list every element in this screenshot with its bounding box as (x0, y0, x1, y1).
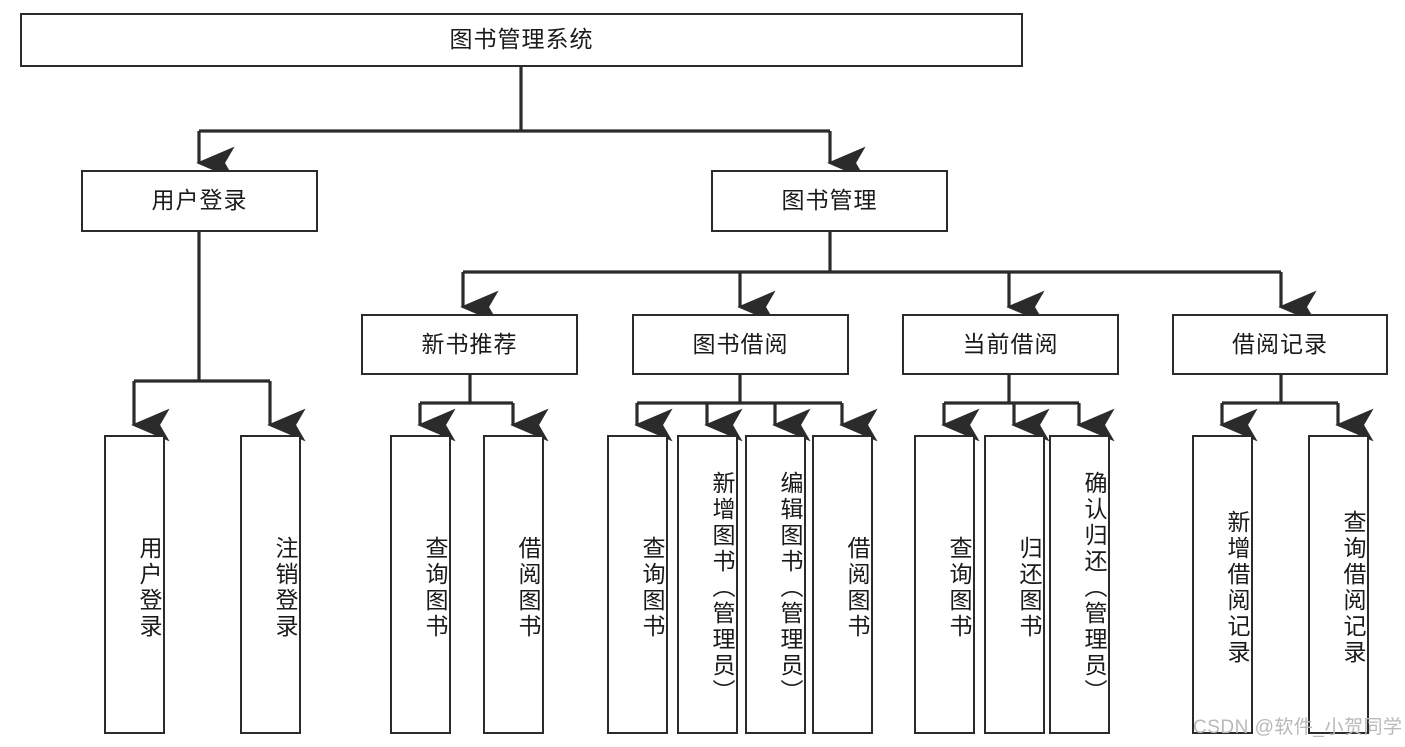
node-leaf-logout[interactable]: 注销登录 (240, 435, 301, 734)
node-current-borrow-label: 当前借阅 (962, 330, 1059, 357)
node-leaf-edit-book[interactable]: 编辑图书（管理员） (745, 435, 806, 734)
node-leaf-user-login[interactable]: 用户登录 (104, 435, 165, 734)
node-leaf-return-book[interactable]: 归还图书 (984, 435, 1045, 734)
node-leaf-add-record[interactable]: 新增借阅记录 (1192, 435, 1253, 734)
node-leaf-edit-book-label: 编辑图书（管理员） (777, 470, 803, 705)
node-leaf-add-book-label: 新增图书（管理员） (709, 470, 735, 705)
node-user-login-label: 用户登录 (151, 187, 248, 214)
node-new-book-recommend[interactable]: 新书推荐 (361, 314, 578, 375)
node-leaf-query-book-cb-label: 查询图书 (946, 535, 972, 640)
node-book-borrow[interactable]: 图书借阅 (632, 314, 849, 375)
node-leaf-query-book-rec-label: 查询图书 (422, 535, 448, 640)
node-leaf-borrow-book-bb-label: 借阅图书 (844, 535, 870, 640)
csdn-watermark: CSDN @软件_小贺同学 (1193, 717, 1403, 738)
node-leaf-borrow-book-rec[interactable]: 借阅图书 (483, 435, 544, 734)
node-root[interactable]: 图书管理系统 (20, 13, 1023, 67)
node-leaf-query-book-cb[interactable]: 查询图书 (914, 435, 975, 734)
node-leaf-user-login-label: 用户登录 (136, 535, 162, 640)
node-leaf-query-record-label: 查询借阅记录 (1340, 509, 1366, 666)
node-leaf-borrow-book-rec-label: 借阅图书 (515, 535, 541, 640)
node-leaf-confirm-return-label: 确认归还（管理员） (1081, 470, 1107, 705)
node-leaf-add-record-label: 新增借阅记录 (1224, 509, 1250, 666)
node-leaf-query-book-bb[interactable]: 查询图书 (607, 435, 668, 734)
node-borrow-records[interactable]: 借阅记录 (1172, 314, 1388, 375)
node-leaf-query-record[interactable]: 查询借阅记录 (1308, 435, 1369, 734)
node-user-login[interactable]: 用户登录 (81, 170, 318, 232)
node-leaf-logout-label: 注销登录 (272, 535, 298, 640)
node-current-borrow[interactable]: 当前借阅 (902, 314, 1119, 375)
node-leaf-query-book-rec[interactable]: 查询图书 (390, 435, 451, 734)
node-book-management-label: 图书管理 (781, 187, 878, 214)
node-root-label: 图书管理系统 (449, 26, 594, 53)
node-leaf-add-book[interactable]: 新增图书（管理员） (677, 435, 738, 734)
node-book-borrow-label: 图书借阅 (692, 330, 789, 357)
node-new-book-recommend-label: 新书推荐 (421, 330, 518, 357)
node-book-management[interactable]: 图书管理 (711, 170, 948, 232)
node-leaf-query-book-bb-label: 查询图书 (639, 535, 665, 640)
node-leaf-borrow-book-bb[interactable]: 借阅图书 (812, 435, 873, 734)
node-leaf-confirm-return[interactable]: 确认归还（管理员） (1049, 435, 1110, 734)
node-borrow-records-label: 借阅记录 (1232, 330, 1328, 357)
node-leaf-return-book-label: 归还图书 (1016, 535, 1042, 640)
